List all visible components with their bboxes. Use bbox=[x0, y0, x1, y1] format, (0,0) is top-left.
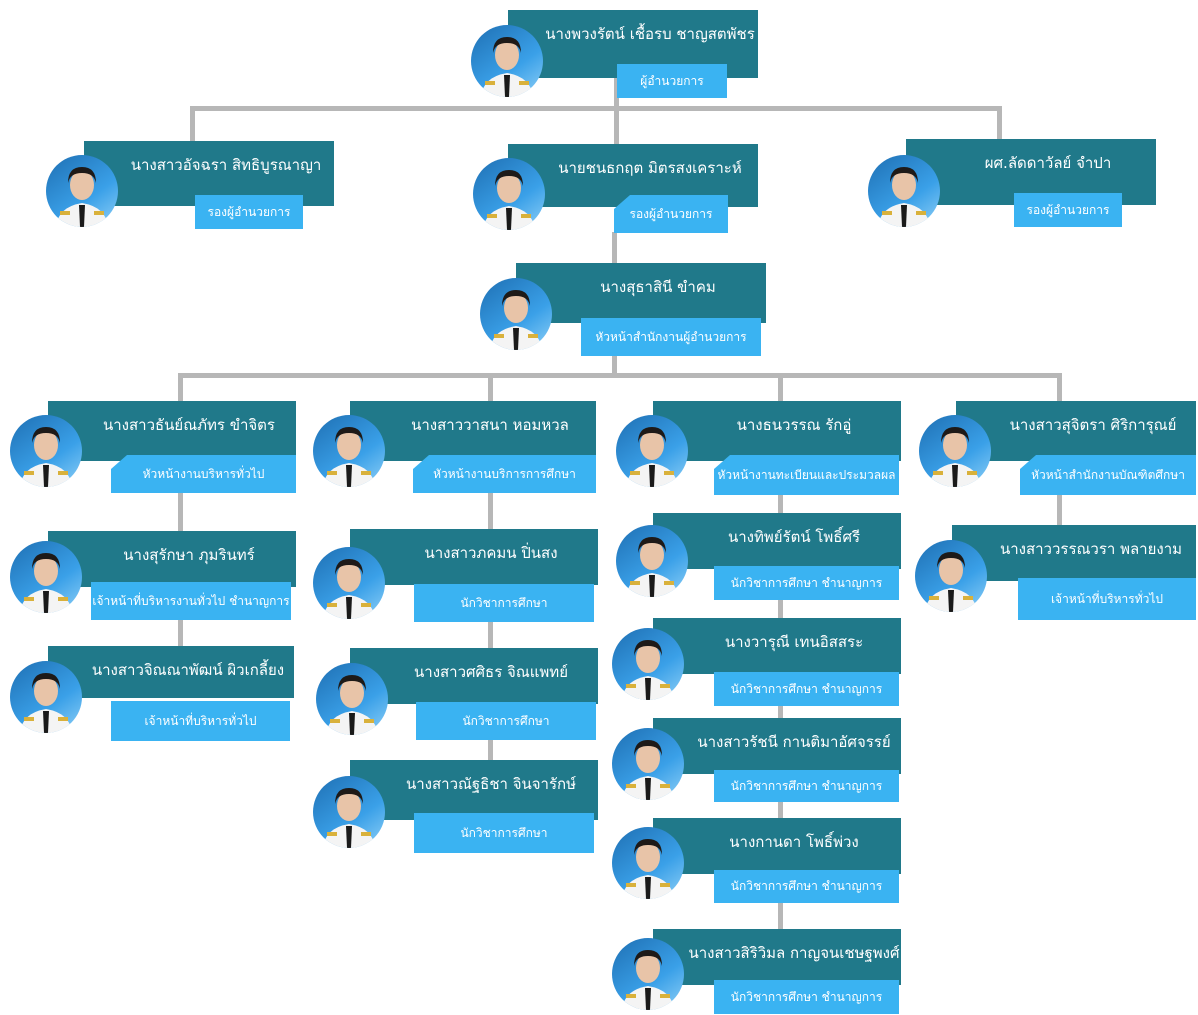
connector-line bbox=[612, 355, 617, 377]
staff-name: นางสาววาสนา หอมหวล bbox=[350, 401, 596, 461]
staff-name: นางสาววรรณวรา พลายงาม bbox=[952, 525, 1196, 581]
staff-name: นางสาวธันย์ณภัทร ขำจิตร bbox=[48, 401, 296, 461]
staff-name: นางสาวภคมน ปิ่นสง bbox=[350, 529, 598, 585]
connector-line bbox=[1057, 495, 1062, 525]
staff-name: นางสาวสิริวิมล กาญจนเชษฐพงศ์ bbox=[653, 929, 901, 985]
staff-photo bbox=[10, 541, 82, 613]
staff-photo bbox=[313, 415, 385, 487]
staff-photo bbox=[915, 540, 987, 612]
staff-photo bbox=[10, 415, 82, 487]
staff-name: นางสาวณัฐธิชา จินจารักษ์ bbox=[350, 760, 598, 820]
connector-line bbox=[778, 495, 783, 513]
staff-photo bbox=[868, 155, 940, 227]
staff-name: นางสุรักษา ภุมรินทร์ bbox=[48, 531, 296, 587]
staff-photo bbox=[316, 663, 388, 735]
staff-role: เจ้าหน้าที่บริหารทั่วไป bbox=[1018, 578, 1196, 620]
staff-photo bbox=[10, 661, 82, 733]
connector-line bbox=[614, 75, 619, 110]
staff-name: นางสาวศศิธร จิณแพทย์ bbox=[350, 648, 598, 704]
staff-photo bbox=[313, 776, 385, 848]
staff-role: นักวิชาการศึกษา ชำนาญการ bbox=[714, 672, 899, 706]
staff-name: นางวารุณี เทนอิสสระ bbox=[653, 618, 901, 674]
staff-role: รองผู้อำนวยการ bbox=[614, 195, 728, 233]
staff-role: นักวิชาการศึกษา bbox=[416, 702, 596, 740]
staff-role: ผู้อำนวยการ bbox=[617, 64, 727, 98]
staff-photo bbox=[616, 415, 688, 487]
staff-role: หัวหน้างานบริการการศึกษา bbox=[413, 455, 596, 493]
connector-line bbox=[997, 106, 1002, 141]
staff-photo bbox=[473, 158, 545, 230]
connector-line bbox=[488, 622, 493, 648]
staff-photo bbox=[471, 25, 543, 97]
connector-line bbox=[612, 232, 617, 265]
connector-line bbox=[778, 373, 783, 401]
connector-line bbox=[778, 706, 783, 718]
connector-line bbox=[190, 106, 195, 146]
connector-line bbox=[488, 373, 493, 401]
connector-line bbox=[614, 106, 619, 146]
staff-role: รองผู้อำนวยการ bbox=[1014, 193, 1122, 227]
connector-line bbox=[1057, 373, 1062, 401]
staff-photo bbox=[612, 728, 684, 800]
connector-line bbox=[488, 493, 493, 529]
staff-photo bbox=[612, 938, 684, 1010]
staff-role: นักวิชาการศึกษา bbox=[414, 584, 594, 622]
connector-line bbox=[778, 802, 783, 818]
staff-role: นักวิชาการศึกษา ชำนาญการ bbox=[714, 566, 899, 600]
staff-role: นักวิชาการศึกษา bbox=[414, 813, 594, 853]
staff-photo bbox=[313, 547, 385, 619]
staff-role: รองผู้อำนวยการ bbox=[195, 195, 303, 229]
staff-role: นักวิชาการศึกษา ชำนาญการ bbox=[714, 870, 899, 903]
staff-name: นางสาวสุจิตรา ศิริการุณย์ bbox=[956, 401, 1196, 461]
connector-line bbox=[178, 373, 1062, 378]
connector-line bbox=[778, 600, 783, 620]
staff-role: นักวิชาการศึกษา ชำนาญการ bbox=[714, 770, 899, 802]
staff-role: หัวหน้างานทะเบียนและประมวลผล bbox=[714, 455, 899, 495]
connector-line bbox=[190, 106, 1002, 111]
staff-photo bbox=[919, 415, 991, 487]
connector-line bbox=[778, 903, 783, 943]
staff-name: นางกานดา โพธิ์พ่วง bbox=[653, 818, 901, 874]
staff-role: หัวหน้างานบริหารทั่วไป bbox=[111, 455, 296, 493]
connector-line bbox=[488, 740, 493, 760]
staff-role: หัวหน้าสำนักงานผู้อำนวยการ bbox=[581, 318, 761, 356]
staff-role: เจ้าหน้าที่บริหารงานทั่วไป ชำนาญการ bbox=[91, 582, 291, 620]
connector-line bbox=[178, 373, 183, 401]
staff-name: นางสุธาสินี ขำคม bbox=[516, 263, 766, 323]
connector-line bbox=[178, 620, 183, 646]
staff-role: หัวหน้าสำนักงานบัณฑิตศึกษา bbox=[1020, 455, 1196, 495]
staff-photo bbox=[616, 525, 688, 597]
connector-line bbox=[178, 493, 183, 533]
staff-name: นางธนวรรณ รักอู่ bbox=[653, 401, 901, 461]
staff-photo bbox=[46, 155, 118, 227]
staff-photo bbox=[480, 278, 552, 350]
staff-role: นักวิชาการศึกษา ชำนาญการ bbox=[714, 980, 899, 1014]
staff-photo bbox=[612, 827, 684, 899]
staff-role: เจ้าหน้าที่บริหารทั่วไป bbox=[111, 701, 290, 741]
staff-name: นางสาวรัชนี กานติมาอัศจรรย์ bbox=[653, 718, 901, 774]
staff-name: นางสาวจิณณาพัฒน์ ผิวเกลี้ยง bbox=[48, 646, 294, 698]
staff-name: นางทิพย์รัตน์ โพธิ์ศรี bbox=[653, 513, 901, 569]
staff-photo bbox=[612, 628, 684, 700]
